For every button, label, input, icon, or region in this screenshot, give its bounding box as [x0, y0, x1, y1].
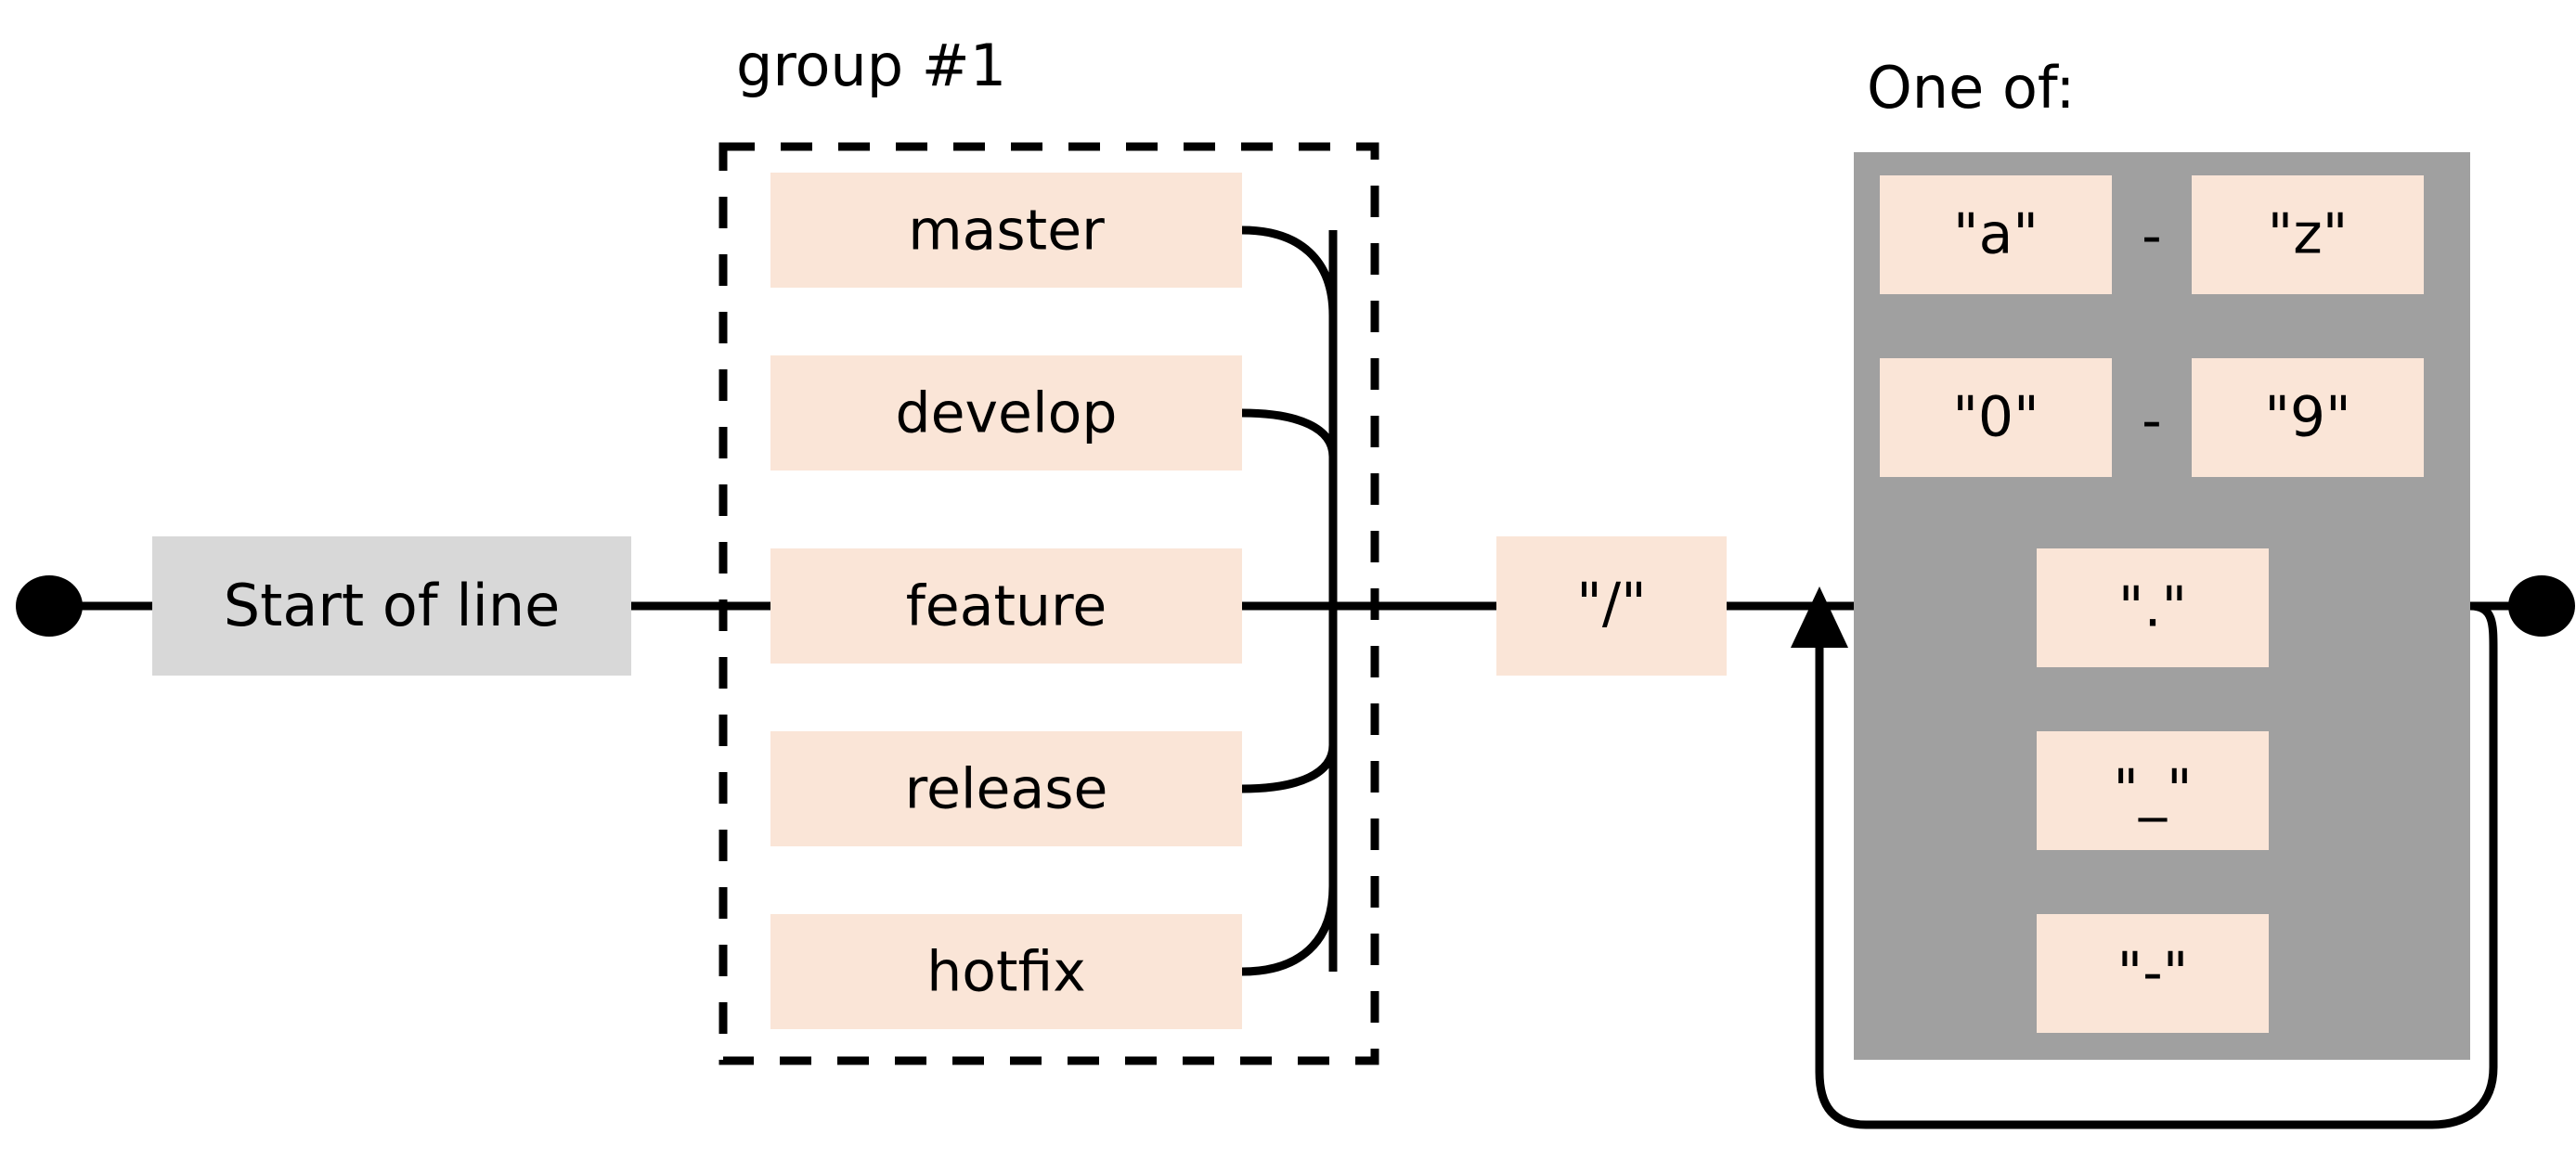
- alternative-box-release[interactable]: [770, 731, 1242, 846]
- loop-arrowhead-icon: [1791, 586, 1848, 648]
- start-of-line-label: Start of line: [224, 572, 561, 639]
- rail-curve-develop: [1237, 408, 1338, 461]
- rail-curve-release: [1237, 741, 1338, 793]
- alternative-label-feature: feature: [906, 574, 1107, 639]
- range-to-label-9: "9": [2264, 385, 2350, 450]
- rail-curve-master: [1237, 226, 1338, 320]
- literal-label-slash: "/": [1576, 572, 1646, 637]
- alternative-box-feature[interactable]: [770, 548, 1242, 664]
- start-of-line-box[interactable]: [152, 536, 631, 676]
- literal-box-slash[interactable]: [1496, 536, 1727, 676]
- range-from-box-0[interactable]: [1880, 358, 2112, 477]
- alternative-label-release: release: [905, 757, 1108, 822]
- alternative-label-master: master: [908, 199, 1105, 264]
- char-class-box-dot[interactable]: [2037, 548, 2269, 667]
- range-to-box-9[interactable]: [2192, 358, 2424, 477]
- rail-repeat-loop: [1815, 601, 2498, 1129]
- alternative-box-hotfix[interactable]: [770, 914, 1242, 1029]
- range-from-label-a: "a": [1953, 202, 2039, 267]
- alternative-label-hotfix: hotfix: [926, 940, 1086, 1005]
- range-from-box-a[interactable]: [1880, 175, 2112, 294]
- char-class-box-underscore[interactable]: [2037, 731, 2269, 850]
- alternative-box-master[interactable]: [770, 173, 1242, 288]
- rail-curve-hotfix: [1237, 882, 1338, 976]
- start-endpoint-dot-icon: [16, 575, 83, 637]
- char-class-caption: One of:: [1867, 54, 2075, 122]
- range-separator-az: -: [2142, 204, 2162, 269]
- group-1-caption: group #1: [736, 32, 1006, 99]
- range-to-label-z: "z": [2268, 202, 2349, 267]
- group-1-frame: [718, 142, 1379, 1065]
- range-from-label-0: "0": [1952, 385, 2039, 450]
- range-to-box-z[interactable]: [2192, 175, 2424, 294]
- alternative-box-develop[interactable]: [770, 355, 1242, 470]
- char-class-label-hyphen: "-": [2117, 941, 2189, 1006]
- range-separator-09: -: [2142, 389, 2162, 454]
- char-class-label-dot: ".": [2118, 575, 2187, 640]
- char-class-label-underscore: "_": [2113, 758, 2192, 823]
- char-class-box-hyphen[interactable]: [2037, 914, 2269, 1033]
- alternative-label-develop: develop: [896, 381, 1118, 446]
- end-endpoint-dot-icon: [2508, 575, 2575, 637]
